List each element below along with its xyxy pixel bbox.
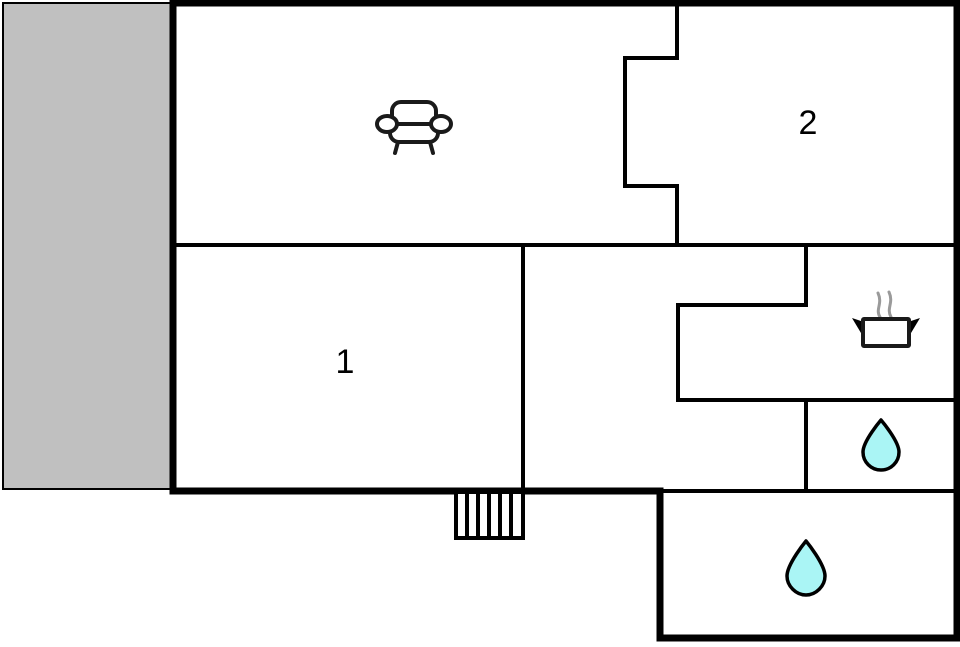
outer-wall-main [169, 0, 960, 642]
sofa-icon [375, 100, 453, 155]
steam-icon [876, 291, 882, 319]
cooking-pot-icon [852, 290, 920, 348]
water-drop-icon [861, 418, 901, 472]
water-drop-icon [785, 539, 827, 597]
pot-body [861, 317, 911, 348]
wall-kitchen-recess [676, 244, 959, 402]
staircase-icon [454, 490, 525, 540]
room-label-1: 1 [336, 343, 355, 381]
room-label-2: 2 [799, 104, 818, 142]
steam-icon-2 [887, 290, 893, 319]
terrace-area [2, 2, 172, 490]
wall-room2-notched [623, 3, 679, 246]
